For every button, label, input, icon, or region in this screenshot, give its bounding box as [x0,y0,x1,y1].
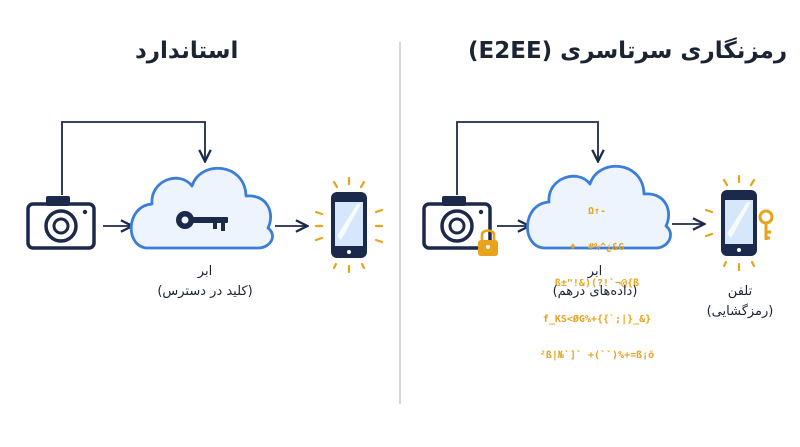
right-cloud-label: ابر (داده‌های درهم) [520,262,670,302]
right-camera-icon [422,196,492,250]
left-phone-icon [331,192,367,258]
phone-label: تلفن (رمزگشایی) [690,282,790,322]
right-route-arrow [456,121,598,195]
left-camera-icon [26,196,96,250]
cipher-line: ²ß|№`]` +(``)%+=ß¡ö [539,350,655,361]
key-icon [176,211,228,231]
right-phone-icon [721,190,757,256]
left-phone-rays [314,176,384,274]
standard-title: استاندارد [135,38,239,64]
left-cloud-label: ابر (کلید در دسترس) [130,262,280,302]
e2ee-title: رمزنگاری سرتاسری (E2EE) [468,38,788,64]
left-route-arrow [61,121,205,195]
cloud-label-subtitle: (داده‌های درهم) [552,284,638,299]
cloud-label-title: ابر [587,264,603,279]
phone-label-subtitle: (رمزگشایی) [706,304,774,319]
cipher-line: ♦ #%^¿&G [569,242,625,253]
cloud-label-subtitle: (کلید در دسترس) [157,284,253,299]
panel-divider [399,42,401,404]
cloud-label-title: ابر [197,264,213,279]
right-cloud-icon [526,164,672,250]
left-cloud-icon [129,166,274,250]
phone-key-icon [758,209,774,240]
lock-icon [478,229,498,256]
right-phone-rays [704,174,756,272]
cipher-line: f_KS<ØG%+{{`;|}_&} [542,314,652,325]
cipher-line: Ω↑- [587,206,607,217]
phone-label-title: تلفن [727,284,753,299]
cipher-line: ß±"!&)(?!`¬@{ß [554,278,640,289]
scrambled-data: Ω↑- ♦ #%^¿&G ß±"!&)(?!`¬@{ß f_KS<ØG%+{{`… [530,182,664,386]
